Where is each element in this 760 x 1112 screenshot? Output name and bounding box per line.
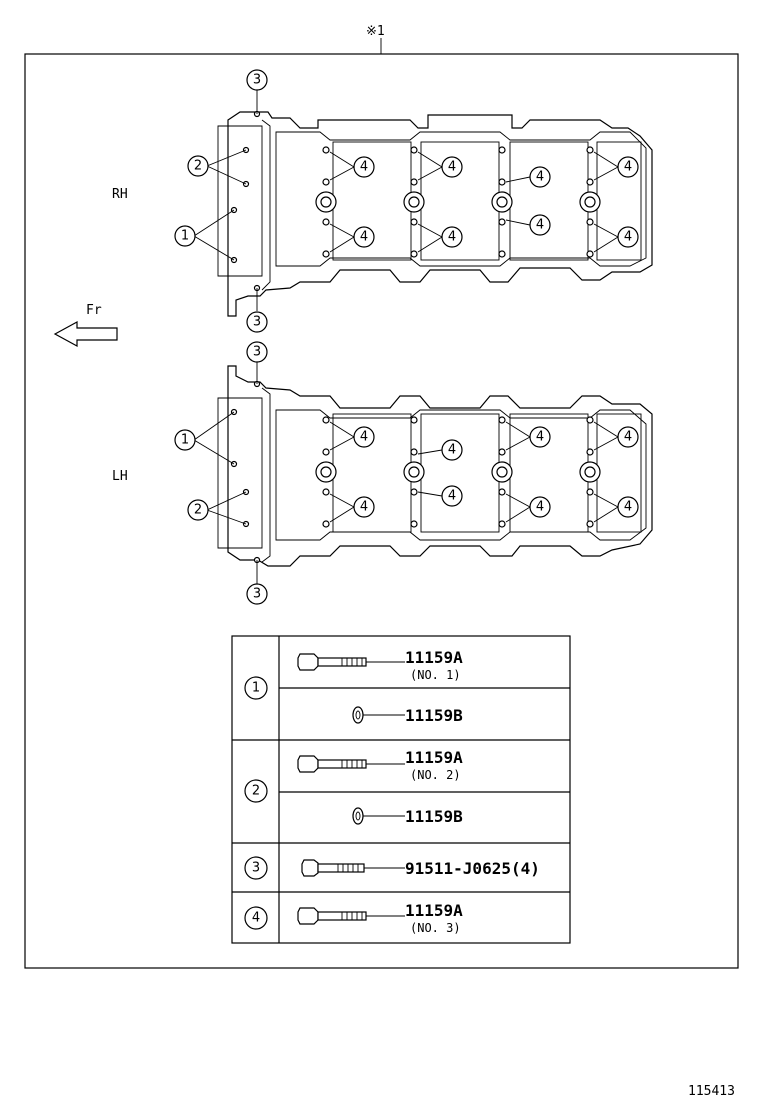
svg-text:2: 2 — [252, 784, 260, 799]
svg-text:4: 4 — [360, 430, 368, 445]
table-callout-1: 1 — [244, 676, 268, 700]
callout-4: 4 — [617, 496, 639, 518]
table-row: 11159B — [352, 706, 463, 725]
svg-text:2: 2 — [194, 159, 202, 174]
svg-text:1: 1 — [181, 433, 189, 448]
part-number: 91511-J0625(4) — [405, 859, 540, 878]
part-number: 11159A — [405, 648, 463, 667]
callout-4: 4 — [353, 426, 375, 448]
callout-4: 4 — [441, 226, 463, 248]
bolt-icon — [297, 907, 367, 925]
callout-4: 4 — [353, 226, 375, 248]
callout-4: 4 — [353, 156, 375, 178]
svg-text:3: 3 — [253, 345, 261, 360]
part-note: (NO. 1) — [410, 668, 461, 682]
callout-4: 4 — [617, 156, 639, 178]
callout-4: 4 — [441, 485, 463, 507]
part-number: 11159A — [405, 901, 463, 920]
front-label: Fr — [86, 303, 102, 318]
lh-label: LH — [112, 469, 128, 484]
parts-table: 1 2 3 4 11159A (NO. 1) 11159B — [231, 635, 571, 944]
part-note: (NO. 3) — [410, 921, 461, 935]
svg-text:1: 1 — [181, 229, 189, 244]
svg-text:2: 2 — [194, 503, 202, 518]
svg-text:4: 4 — [536, 500, 544, 515]
part-note: (NO. 2) — [410, 768, 461, 782]
svg-text:3: 3 — [253, 587, 261, 602]
svg-text:3: 3 — [252, 861, 260, 876]
table-callout-4: 4 — [244, 906, 268, 930]
svg-text:1: 1 — [252, 681, 260, 696]
callout-4: 4 — [617, 226, 639, 248]
svg-text:4: 4 — [624, 430, 632, 445]
callout-2: 2 — [187, 155, 209, 177]
svg-text:4: 4 — [252, 911, 260, 926]
callout-3: 3 — [246, 311, 268, 333]
svg-text:4: 4 — [536, 218, 544, 233]
callout-4: 4 — [529, 426, 551, 448]
svg-text:3: 3 — [253, 73, 261, 88]
bolt-icon — [297, 755, 367, 773]
callout-1: 1 — [174, 225, 196, 247]
callout-4: 4 — [441, 439, 463, 461]
callouts: 3 2 1 3 4 4 4 4 4 4 4 4 3 1 2 3 4 4 4 4 … — [174, 69, 639, 605]
svg-text:4: 4 — [448, 230, 456, 245]
svg-text:4: 4 — [360, 160, 368, 175]
svg-text:4: 4 — [624, 230, 632, 245]
table-callout-2: 2 — [244, 779, 268, 803]
svg-text:4: 4 — [360, 230, 368, 245]
table-row: 11159A (NO. 3) — [297, 901, 463, 935]
bolt-icon — [297, 653, 367, 671]
svg-text:4: 4 — [448, 160, 456, 175]
part-number: 11159B — [405, 807, 463, 826]
callout-4: 4 — [617, 426, 639, 448]
footer-id: 115413 — [688, 1084, 735, 1099]
table-callout-3: 3 — [244, 856, 268, 880]
top-marker: ※1 — [366, 24, 385, 39]
callout-3: 3 — [246, 341, 268, 363]
svg-text:4: 4 — [624, 160, 632, 175]
part-number: 11159A — [405, 748, 463, 767]
svg-text:3: 3 — [253, 315, 261, 330]
table-row: 11159A (NO. 2) — [297, 748, 463, 782]
rh-cover — [193, 90, 653, 317]
table-row: 91511-J0625(4) — [301, 859, 540, 878]
rh-label: RH — [112, 187, 128, 202]
svg-text:4: 4 — [536, 170, 544, 185]
bolt-icon — [301, 859, 365, 877]
washer-icon — [352, 807, 364, 825]
callout-4: 4 — [529, 496, 551, 518]
callout-4: 4 — [441, 156, 463, 178]
part-number: 11159B — [405, 706, 463, 725]
callout-2: 2 — [187, 499, 209, 521]
callout-1: 1 — [174, 429, 196, 451]
diagram-frame — [24, 53, 739, 969]
callout-4: 4 — [529, 166, 551, 188]
callout-3: 3 — [246, 583, 268, 605]
svg-text:4: 4 — [360, 500, 368, 515]
svg-text:4: 4 — [448, 489, 456, 504]
front-arrow-icon — [53, 320, 118, 348]
callout-4: 4 — [353, 496, 375, 518]
table-row: 11159A (NO. 1) — [297, 648, 463, 682]
svg-text:4: 4 — [448, 443, 456, 458]
lh-cover — [193, 362, 653, 584]
svg-text:4: 4 — [536, 430, 544, 445]
svg-text:4: 4 — [624, 500, 632, 515]
washer-icon — [352, 706, 364, 724]
callout-3: 3 — [246, 69, 268, 91]
callout-4: 4 — [529, 214, 551, 236]
table-row: 11159B — [352, 807, 463, 826]
